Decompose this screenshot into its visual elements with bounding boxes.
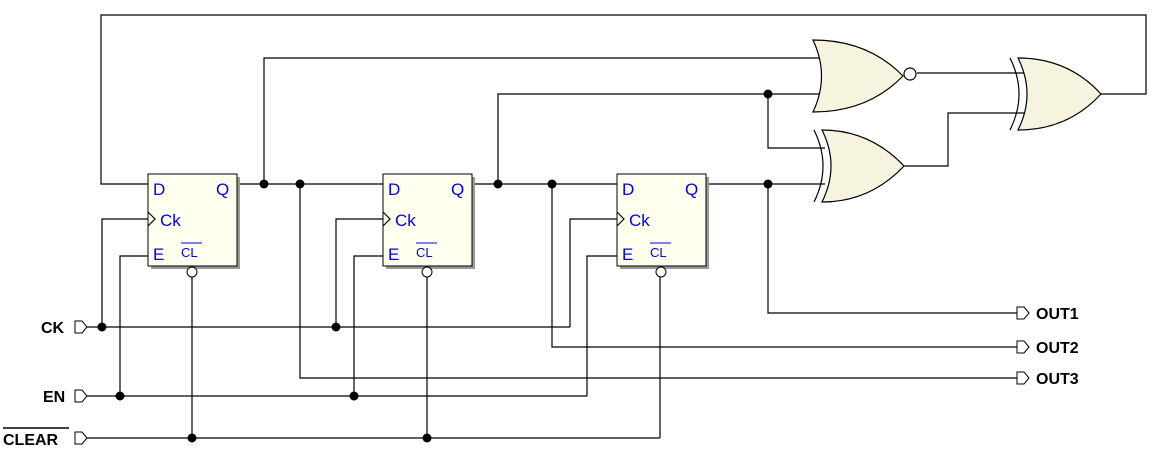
ff2[interactable]: D Q Ck E CL	[382, 173, 475, 278]
xor-gate-output[interactable]	[1009, 57, 1102, 131]
input-ck-label: CK	[41, 320, 65, 337]
ff2-e-label: E	[388, 245, 399, 264]
ff3-e-label: E	[622, 245, 633, 264]
ff2-cl-label: CL	[416, 245, 433, 260]
nor-gate[interactable]	[812, 39, 917, 113]
ff1[interactable]: D Q Ck E CL	[147, 173, 240, 278]
xor-to-xor-wire	[904, 112, 1027, 167]
ff2-q-label: Q	[451, 180, 464, 199]
output-out2-connector	[1016, 340, 1030, 354]
output-out3[interactable]: OUT3	[1016, 371, 1079, 388]
input-ck[interactable]: CK	[41, 320, 88, 337]
ff2-clear-bubble	[421, 266, 433, 278]
ck-to-ff2	[335, 218, 383, 327]
ck-to-ff1	[101, 218, 148, 327]
ff3-clear-bubble	[655, 266, 667, 278]
ff3-clock-triangle	[616, 211, 625, 227]
input-ck-connector	[74, 320, 88, 334]
ff1-cl-label: CL	[181, 245, 198, 260]
output-out3-label: OUT3	[1036, 371, 1079, 388]
input-clear[interactable]: CLEAR	[3, 427, 88, 449]
input-clear-label: CLEAR	[3, 432, 59, 449]
ck-to-ff3	[569, 218, 617, 327]
input-clear-connector	[74, 431, 88, 445]
out2-wire	[551, 184, 1017, 348]
q2-to-nor-wire	[497, 93, 828, 184]
q1-to-nor-wire	[263, 57, 828, 184]
nor-inversion-bubble	[903, 67, 917, 81]
ff1-q-label: Q	[216, 180, 229, 199]
ff2-d-label: D	[388, 180, 400, 199]
ff1-e-label: E	[153, 245, 164, 264]
ff1-ck-label: Ck	[160, 211, 181, 230]
junction-dots	[97, 89, 773, 443]
feedback-wire	[100, 14, 1147, 185]
input-en-connector	[74, 389, 88, 403]
ff1-clear-bubble	[186, 266, 198, 278]
en-to-ff3	[586, 255, 617, 396]
out3-wire	[299, 184, 1017, 379]
ff2-clock-triangle	[382, 211, 391, 227]
ff2-ck-label: Ck	[395, 211, 416, 230]
output-out3-connector	[1016, 371, 1030, 385]
output-out1-label: OUT1	[1036, 306, 1079, 323]
output-out2[interactable]: OUT2	[1016, 340, 1079, 357]
out1-wire	[767, 184, 1017, 314]
ff1-d-label: D	[153, 180, 165, 199]
ff3[interactable]: D Q Ck E CL	[616, 173, 709, 278]
en-to-ff2	[353, 255, 383, 396]
input-en[interactable]: EN	[43, 389, 88, 406]
en-to-ff1	[119, 255, 148, 396]
wires	[86, 14, 1147, 439]
ff3-d-label: D	[622, 180, 634, 199]
xor-output-extra-arc	[1009, 57, 1020, 131]
q2-to-xor-wire	[767, 94, 825, 149]
xor-lower-extra-arc	[813, 129, 824, 203]
ff1-clock-triangle	[147, 211, 156, 227]
output-out1[interactable]: OUT1	[1016, 306, 1079, 323]
output-out2-label: OUT2	[1036, 340, 1079, 357]
ff3-q-label: Q	[685, 180, 698, 199]
output-out1-connector	[1016, 306, 1030, 320]
input-en-label: EN	[43, 389, 65, 406]
ff3-cl-label: CL	[650, 245, 667, 260]
ff3-ck-label: Ck	[629, 211, 650, 230]
xor-gate-lower[interactable]	[813, 129, 905, 203]
